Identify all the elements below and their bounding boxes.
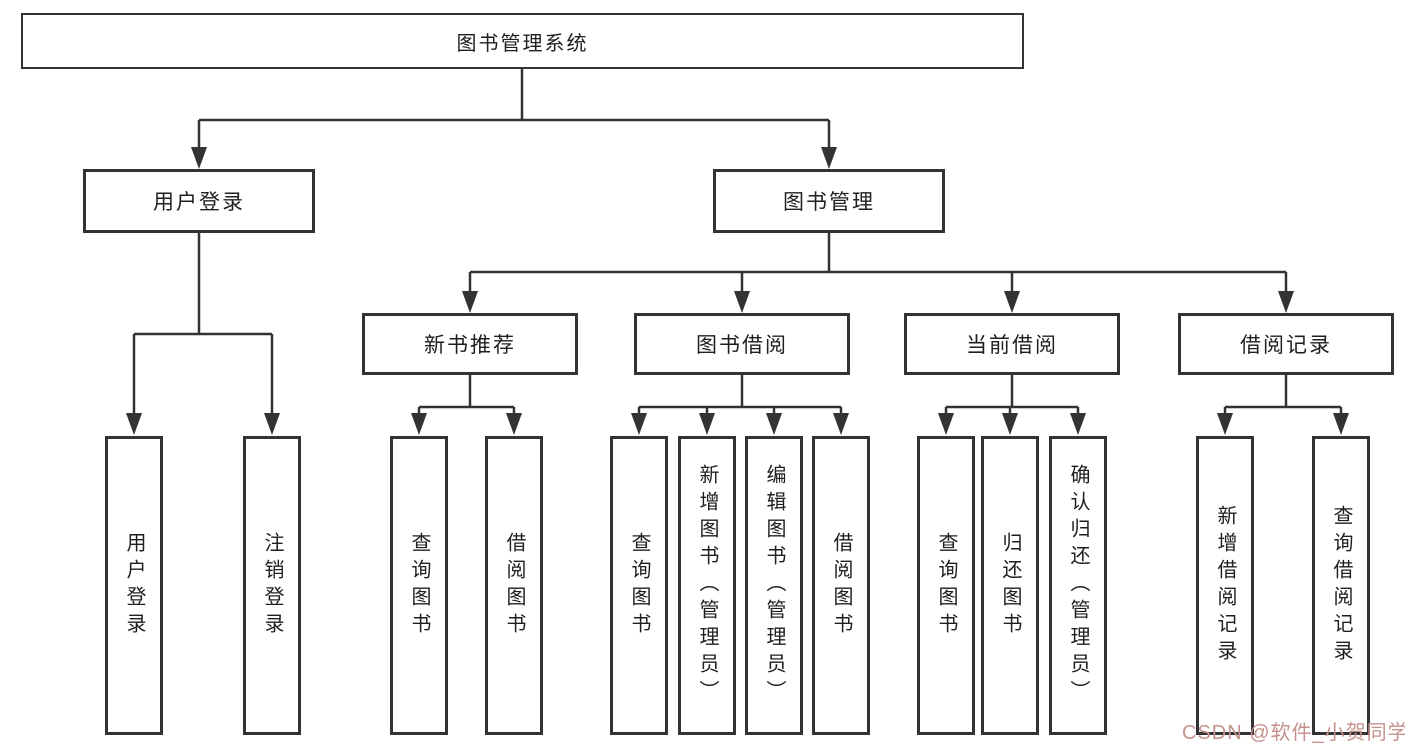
arrowhead [1070, 413, 1086, 435]
node-book-management: 图书管理 [713, 169, 945, 233]
arrowhead [631, 413, 647, 435]
arrowhead [506, 413, 522, 435]
arrowhead [766, 413, 782, 435]
connector-current-borrowing-children [938, 375, 1086, 435]
arrowhead [264, 413, 280, 435]
arrowhead [938, 413, 954, 435]
connector-book-borrowing-children [631, 375, 849, 435]
arrowhead [191, 147, 207, 169]
arrowhead [1002, 413, 1018, 435]
connector-borrowing-records-children [1217, 375, 1349, 435]
node-current-borrowing: 当前借阅 [904, 313, 1120, 375]
leaf-user-login: 用户登录 [105, 436, 163, 735]
arrowhead [833, 413, 849, 435]
connector-new-book-children [411, 375, 522, 435]
leaf-confirm-return-admin: 确认归还（管理员） [1049, 436, 1107, 735]
watermark: CSDN @软件_小贺同学 [1182, 722, 1405, 744]
leaf-query-books-3: 查询图书 [917, 436, 975, 735]
node-book-borrowing: 图书借阅 [634, 313, 850, 375]
leaf-query-books-2: 查询图书 [610, 436, 668, 735]
connector-user-login-children [126, 233, 280, 435]
arrowhead [734, 291, 750, 313]
leaf-add-borrow-record: 新增借阅记录 [1196, 436, 1254, 735]
arrowhead [126, 413, 142, 435]
node-borrowing-records: 借阅记录 [1178, 313, 1394, 375]
node-user-login: 用户登录 [83, 169, 315, 233]
arrowhead [699, 413, 715, 435]
arrowhead [462, 291, 478, 313]
leaf-query-books: 查询图书 [390, 436, 448, 735]
leaf-borrow-books-2: 借阅图书 [812, 436, 870, 735]
arrowhead [411, 413, 427, 435]
arrowhead [1004, 291, 1020, 313]
leaf-edit-book-admin: 编辑图书（管理员） [745, 436, 803, 735]
leaf-add-book-admin: 新增图书（管理员） [678, 436, 736, 735]
arrowhead [1217, 413, 1233, 435]
node-new-book-recommendation: 新书推荐 [362, 313, 578, 375]
arrowhead [1278, 291, 1294, 313]
node-library-management-system: 图书管理系统 [21, 13, 1024, 69]
connector-root-to-level2 [191, 69, 837, 169]
connector-book-management-children [462, 233, 1294, 313]
arrowhead [1333, 413, 1349, 435]
leaf-query-borrow-record: 查询借阅记录 [1312, 436, 1370, 735]
arrowhead [821, 147, 837, 169]
leaf-borrow-books: 借阅图书 [485, 436, 543, 735]
leaf-return-books: 归还图书 [981, 436, 1039, 735]
leaf-logout: 注销登录 [243, 436, 301, 735]
